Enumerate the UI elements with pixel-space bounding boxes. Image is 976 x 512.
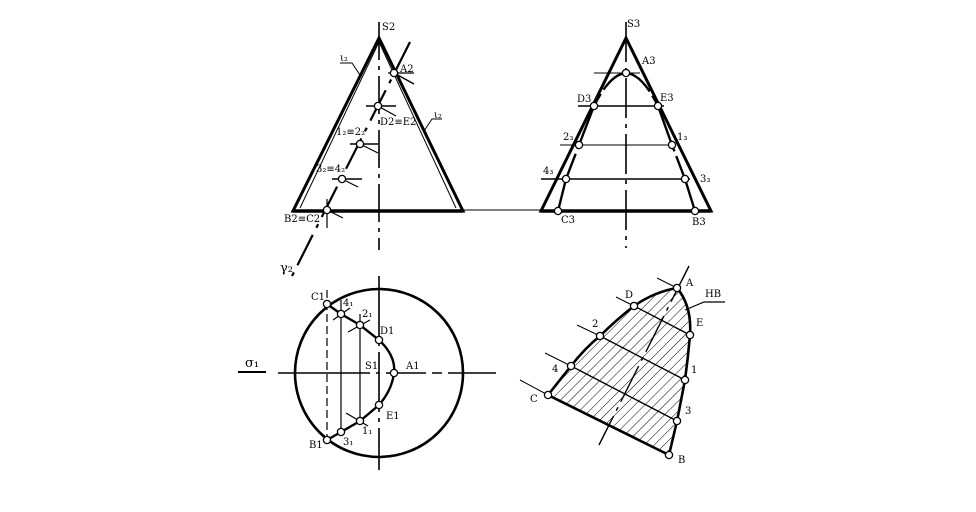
label-34-2: 3₂≡4₂ [316, 164, 345, 175]
label-s3: S3 [627, 19, 640, 30]
true-ext-4 [544, 352, 572, 367]
point-3-3 [680, 174, 690, 184]
top-base-circle [293, 287, 465, 459]
true-shape-view: A HB D E 2 4 1 C 3 B [519, 265, 725, 466]
label-3-1: 3₁ [343, 437, 353, 448]
point-1 [680, 375, 690, 385]
label-c: C [530, 394, 538, 405]
point-a [672, 283, 682, 293]
label-a2: A2 [399, 64, 414, 75]
true-shape-axis [598, 265, 690, 446]
top-view: σ₁ C1 4₁ 2₁ D1 S1 A1 E1 1₁ 3₁ B1 [238, 276, 496, 470]
point-a1 [389, 368, 399, 378]
label-e1: E1 [386, 411, 400, 422]
point-e1 [374, 400, 384, 410]
point-2 [595, 331, 605, 341]
point-3 [672, 416, 682, 426]
point-34-2 [337, 174, 347, 184]
label-a1: A1 [405, 361, 420, 372]
point-1-1 [355, 416, 365, 426]
point-2-1 [355, 320, 365, 330]
label-1: 1 [691, 365, 697, 376]
label-2: 2 [592, 319, 598, 330]
label-de2: D2≡E2 [380, 117, 416, 128]
point-c [543, 390, 553, 400]
label-a3: A3 [641, 56, 656, 67]
front-view: S2 A2 D2≡E2 1₂≡2₂ 3₂≡4₂ B2≡C2 γ₂ ι₂ ι₂ [280, 22, 466, 281]
cutting-plane-trace [289, 41, 411, 281]
label-e: E [696, 318, 703, 329]
label-c3: C3 [561, 215, 575, 226]
label-hb: HB [705, 289, 721, 300]
label-12-2: 1₂≡2₂ [336, 127, 365, 138]
point-c3 [553, 206, 563, 216]
label-1-3: 1₃ [677, 132, 687, 143]
label-s1: S1 [365, 361, 378, 372]
label-2-3: 2₃ [563, 132, 573, 143]
point-3-1 [336, 427, 346, 437]
label-b1: B1 [309, 440, 323, 451]
point-b3 [690, 206, 700, 216]
true-shape-fill [548, 288, 691, 455]
label-tick-left: ι₂ [340, 53, 348, 64]
point-d3 [589, 101, 599, 111]
side-view: S3 A3 D3 E3 2₃ 1₃ 4₃ 3₃ C3 B3 [538, 19, 714, 248]
label-s2: S2 [382, 22, 395, 33]
label-sigma1: σ₁ [245, 356, 259, 371]
label-tick-right: ι₂ [434, 110, 442, 121]
front-leader-right [423, 118, 442, 132]
true-chord-43 [570, 365, 678, 422]
point-d [629, 301, 639, 311]
point-4-3 [561, 174, 571, 184]
label-1-1: 1₁ [362, 426, 372, 437]
point-b1 [322, 435, 332, 445]
point-a3 [621, 68, 631, 78]
true-ext-c [519, 379, 549, 396]
front-inner-generatrix-left [299, 41, 380, 209]
point-e3 [653, 101, 663, 111]
point-e [685, 330, 695, 340]
true-hb-leader [684, 301, 725, 311]
label-2-1: 2₁ [362, 309, 372, 320]
label-3: 3 [685, 406, 691, 417]
point-de2 [373, 101, 383, 111]
label-4-3: 4₃ [543, 166, 553, 177]
point-4 [566, 361, 576, 371]
label-4-1: 4₁ [343, 298, 353, 309]
label-a: A [685, 278, 694, 289]
front-leader-left [340, 62, 361, 76]
point-bc2 [322, 205, 332, 215]
label-b: B [678, 455, 685, 466]
label-c1: C1 [311, 292, 325, 303]
true-shape-outline [545, 286, 692, 457]
point-a2 [389, 68, 399, 78]
label-d3: D3 [577, 94, 591, 105]
point-c1 [322, 299, 332, 309]
label-gamma2: γ₂ [280, 261, 293, 276]
point-12-2 [355, 139, 365, 149]
point-4-1 [336, 309, 346, 319]
label-d: D [625, 290, 633, 301]
point-1-3 [667, 140, 677, 150]
front-cone-outline [290, 34, 466, 213]
label-3-3: 3₃ [700, 174, 710, 185]
label-bc2: B2≡C2 [284, 214, 320, 225]
label-e3: E3 [660, 93, 674, 104]
label-b3: B3 [692, 217, 706, 228]
label-4: 4 [552, 364, 558, 375]
label-d1: D1 [380, 326, 394, 337]
point-d1 [374, 335, 384, 345]
point-b [664, 450, 674, 460]
point-2-3 [574, 140, 584, 150]
